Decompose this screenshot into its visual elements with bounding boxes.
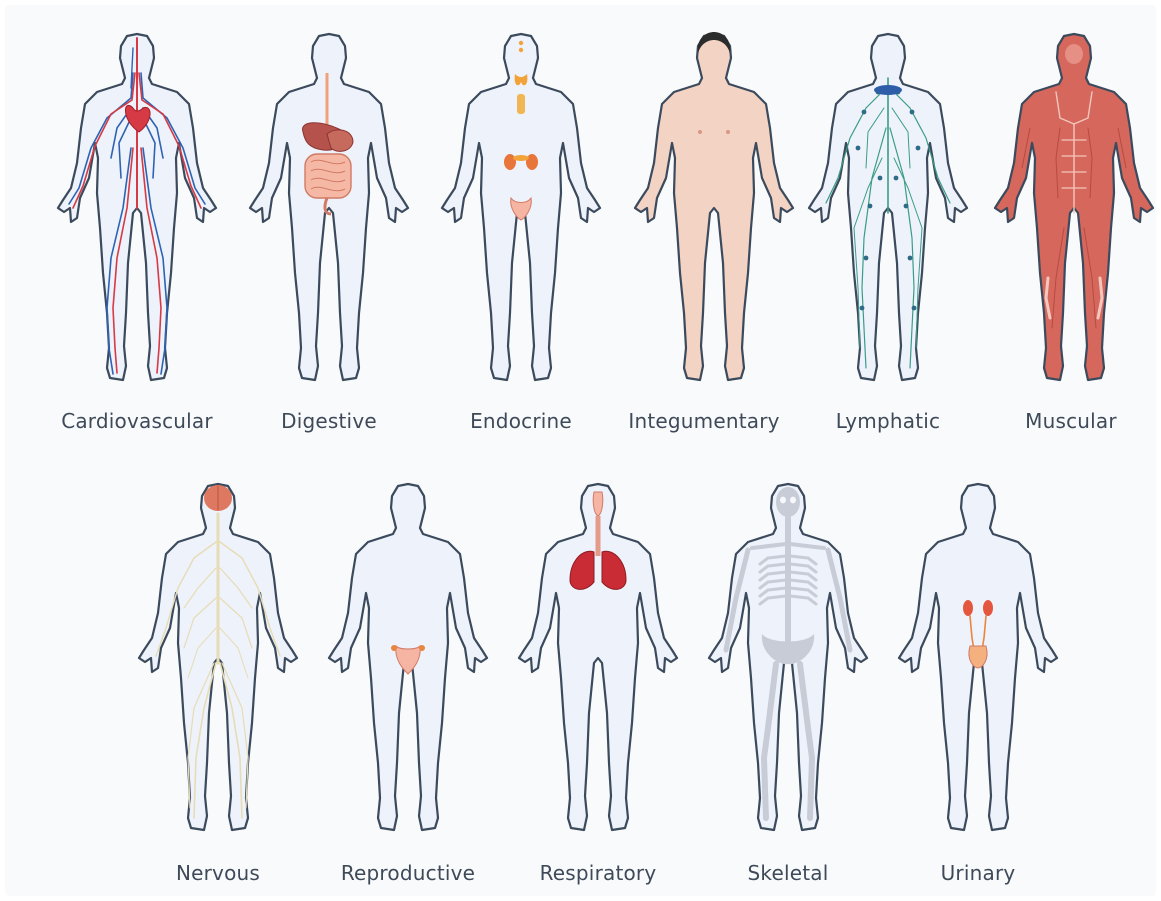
urinary-figure [895, 478, 1061, 844]
intestines [305, 154, 351, 198]
eye-socket [790, 497, 796, 504]
pituitary-gland [519, 41, 523, 45]
nasal-cavity [593, 492, 603, 516]
nipple [726, 130, 730, 134]
label-respiratory: Respiratory [498, 861, 698, 885]
label-integumentary: Integumentary [604, 409, 804, 433]
lymph-node [916, 146, 921, 151]
lymph-node [910, 110, 915, 115]
label-nervous: Nervous [118, 861, 318, 885]
adrenal-gland [504, 154, 516, 170]
lymph-node [860, 306, 865, 311]
lymph-node [908, 256, 913, 261]
lymphatic-figure [805, 28, 971, 394]
label-skeletal: Skeletal [688, 861, 888, 885]
lymph-node [856, 146, 861, 151]
lymph-node [912, 306, 917, 311]
label-digestive: Digestive [229, 409, 429, 433]
adrenal-gland [526, 154, 538, 170]
integumentary-figure [631, 28, 797, 394]
skeletal-figure [705, 478, 871, 844]
kidney-icon [983, 600, 993, 616]
lymph-node [864, 256, 869, 261]
face-muscle [1065, 44, 1083, 64]
skull [776, 487, 800, 517]
digestive-figure [246, 28, 412, 394]
lymph-node [868, 204, 873, 209]
trachea [596, 516, 601, 556]
thymus-gland [517, 94, 525, 114]
lymph-node [862, 110, 867, 115]
respiratory-figure [515, 478, 681, 844]
lymph-node [894, 176, 899, 181]
kidney-icon [963, 600, 973, 616]
cardiovascular-figure [54, 28, 220, 394]
body-outline [635, 34, 793, 380]
body-outline [250, 34, 408, 380]
stomach [327, 130, 353, 152]
label-urinary: Urinary [878, 861, 1078, 885]
pancreas [513, 155, 529, 161]
label-reproductive: Reproductive [308, 861, 508, 885]
ovary [391, 645, 397, 651]
label-endocrine: Endocrine [421, 409, 621, 433]
eye-socket [780, 497, 786, 504]
label-cardiovascular: Cardiovascular [37, 409, 237, 433]
ovary [419, 645, 425, 651]
lymph-node-cluster [874, 85, 902, 95]
muscular-figure [991, 28, 1157, 394]
lymph-node [878, 176, 883, 181]
pineal-gland [519, 48, 523, 52]
label-lymphatic: Lymphatic [788, 409, 988, 433]
lymph-node [904, 204, 909, 209]
label-muscular: Muscular [971, 409, 1161, 433]
nipple [698, 130, 702, 134]
endocrine-figure [438, 28, 604, 394]
nervous-figure [135, 478, 301, 844]
reproductive-figure [325, 478, 491, 844]
